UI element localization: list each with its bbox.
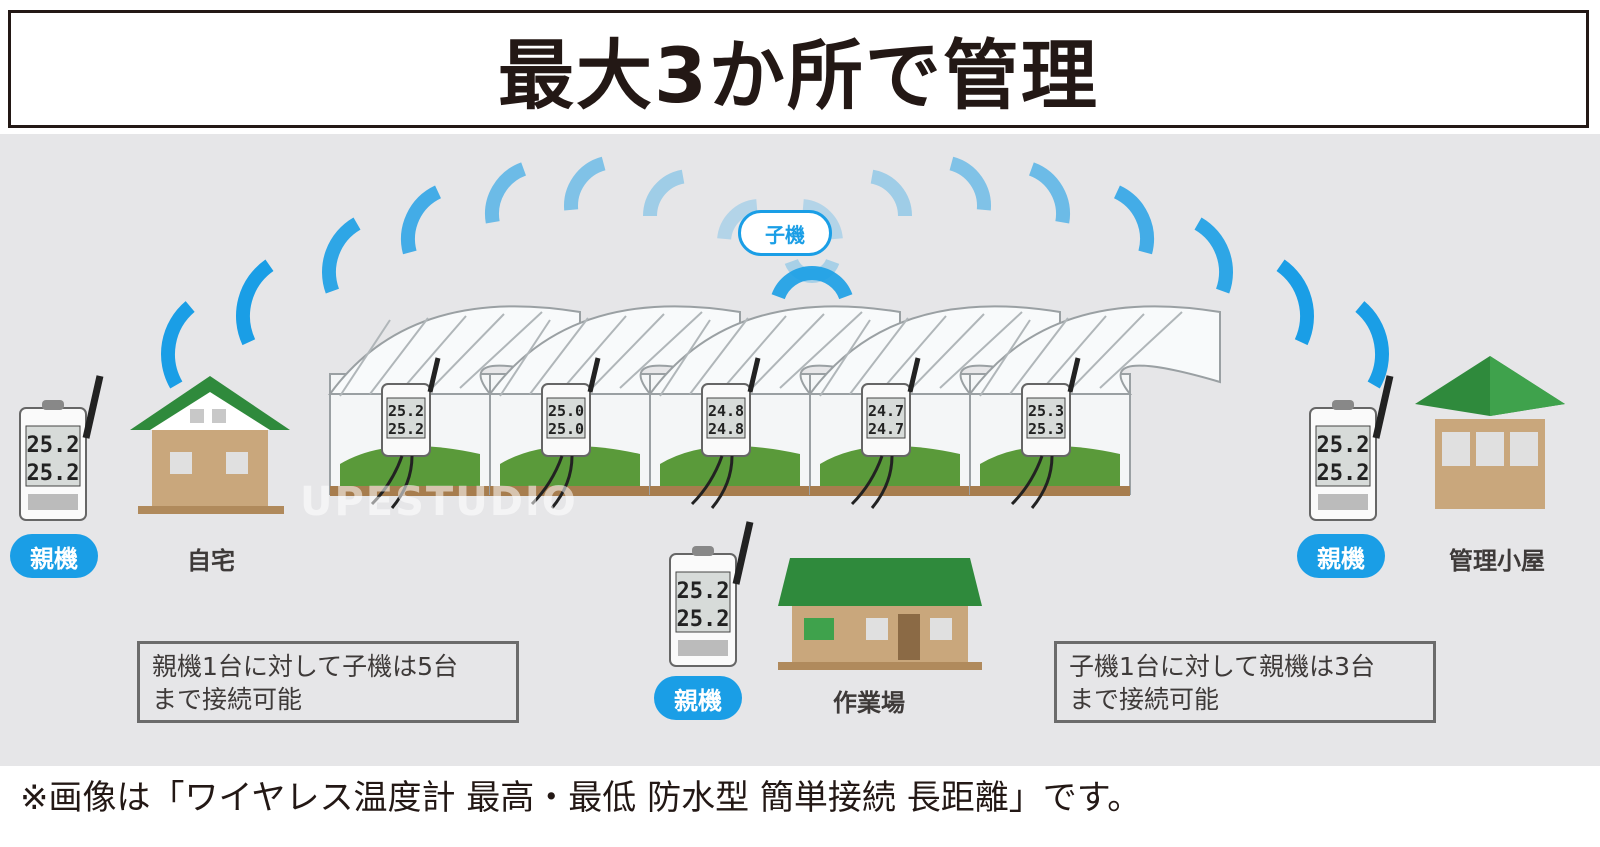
child-sensor-device: 24.724.7 <box>850 357 921 509</box>
wave-arc <box>1355 301 1389 389</box>
child-reading-bottom: 25.3 <box>1028 420 1064 438</box>
wave-arc <box>485 162 527 224</box>
parent-reading-top: 25.2 <box>677 579 730 604</box>
wave-arc <box>1194 217 1233 294</box>
greenhouse: 25.025.0 <box>488 305 741 509</box>
location-hut-label: 管理小屋 <box>1449 547 1545 575</box>
greenhouse: 25.225.2 <box>328 305 581 509</box>
scene-graphics: 25.225.225.025.024.824.824.724.725.325.3 <box>19 156 1565 670</box>
parent-device: 25.2 25.2 <box>669 521 754 667</box>
child-reading-bottom: 24.8 <box>708 420 744 438</box>
child-sensor-device: 25.325.3 <box>1010 357 1081 509</box>
watermark-logo: UPESTUDIO <box>300 479 578 525</box>
child-sensor-device: 25.025.0 <box>530 357 601 509</box>
parent-reading-bottom: 25.2 <box>677 607 730 632</box>
parent-device: 25.2 25.2 <box>19 375 104 521</box>
wave-arc <box>949 156 991 211</box>
wave-arc <box>771 266 853 300</box>
child-sensor-device: 25.225.2 <box>370 357 441 509</box>
child-unit-badge: 子機 <box>738 210 832 256</box>
child-reading-top: 24.8 <box>708 402 744 420</box>
wave-arc <box>1276 259 1314 346</box>
parent-reading-top: 25.2 <box>27 433 80 458</box>
house-home-icon <box>130 376 290 514</box>
workplace-house-icon <box>778 558 982 670</box>
child-sensor-device: 24.824.8 <box>690 357 761 509</box>
page-title: 最大3か所で管理 <box>498 31 1099 120</box>
parent-reading-bottom: 25.2 <box>27 461 80 486</box>
greenhouse-row: 25.225.2 25.025.0 24.824.8 24.724.7 25.325.3 <box>328 305 1221 509</box>
wave-arc <box>643 169 685 217</box>
child-reading-bottom: 25.0 <box>548 420 584 438</box>
wave-arc <box>717 199 758 240</box>
child-reading-bottom: 25.2 <box>388 420 424 438</box>
greenhouse: 24.724.7 <box>808 305 1061 509</box>
child-reading-bottom: 24.7 <box>868 420 904 438</box>
child-reading-top: 25.0 <box>548 402 584 420</box>
parent-badge-home: 親機 <box>10 534 98 578</box>
wave-arc <box>322 217 361 294</box>
child-reading-top: 24.7 <box>868 402 904 420</box>
wave-arc <box>401 185 442 255</box>
wave-arc <box>236 259 274 346</box>
wave-arc <box>1113 185 1154 255</box>
child-reading-top: 25.3 <box>1028 402 1064 420</box>
hut-icon <box>1415 356 1565 509</box>
wave-arc <box>564 156 606 211</box>
parent-reading-top: 25.2 <box>1317 433 1370 458</box>
parent-devices: 25.225.225.225.225.225.2 <box>19 375 1394 667</box>
info-left-line-1: 親機1台に対して子機は5台 <box>152 652 459 681</box>
wave-arc <box>161 301 195 389</box>
info-right-line-2: まで接続可能 <box>1069 685 1220 714</box>
info-right-line-1: 子機1台に対して親機は3台 <box>1069 652 1376 681</box>
info-box-left: 親機1台に対して子機は5台 まで接続可能 <box>137 641 519 723</box>
location-home-label: 自宅 <box>187 547 235 575</box>
parent-badge-workplace: 親機 <box>654 676 742 720</box>
child-reading-top: 25.2 <box>388 402 424 420</box>
wave-arc <box>1028 162 1070 224</box>
greenhouse: 24.824.8 <box>648 305 901 509</box>
location-workplace-label: 作業場 <box>833 689 905 717</box>
info-left-line-2: まで接続可能 <box>152 685 303 714</box>
parent-badge-hut: 親機 <box>1297 534 1385 578</box>
wave-arc <box>870 169 912 217</box>
info-box-right: 子機1台に対して親機は3台 まで接続可能 <box>1054 641 1436 723</box>
parent-device: 25.2 25.2 <box>1309 375 1394 521</box>
parent-reading-bottom: 25.2 <box>1317 461 1370 486</box>
greenhouse: 25.325.3 <box>968 305 1221 509</box>
footnote: ※画像は「ワイヤレス温度計 最高・最低 防水型 簡単接続 長距離」です。 <box>20 778 1142 818</box>
title-banner: 最大3か所で管理 <box>8 10 1589 128</box>
